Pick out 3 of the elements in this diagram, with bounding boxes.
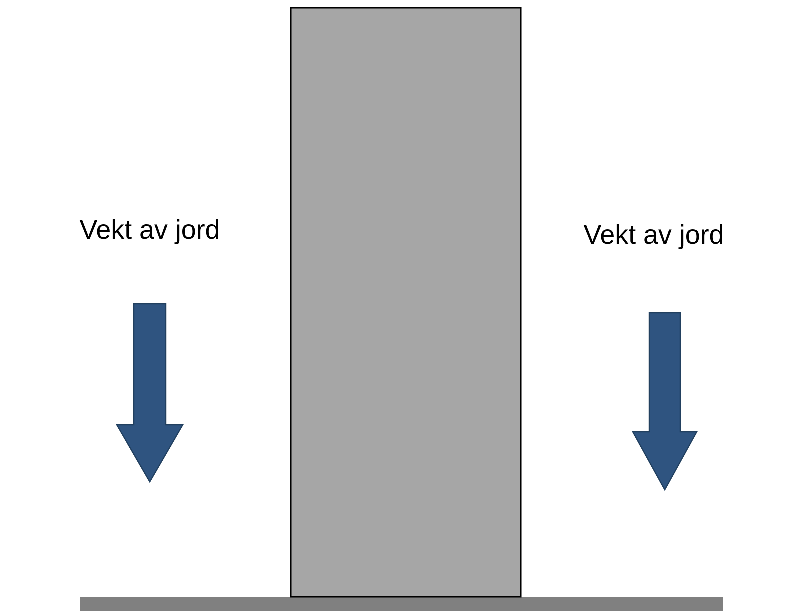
- label-text: Vekt av jord: [584, 224, 723, 250]
- wall-block: [290, 7, 522, 598]
- label-text: Vekt av jord: [80, 219, 219, 245]
